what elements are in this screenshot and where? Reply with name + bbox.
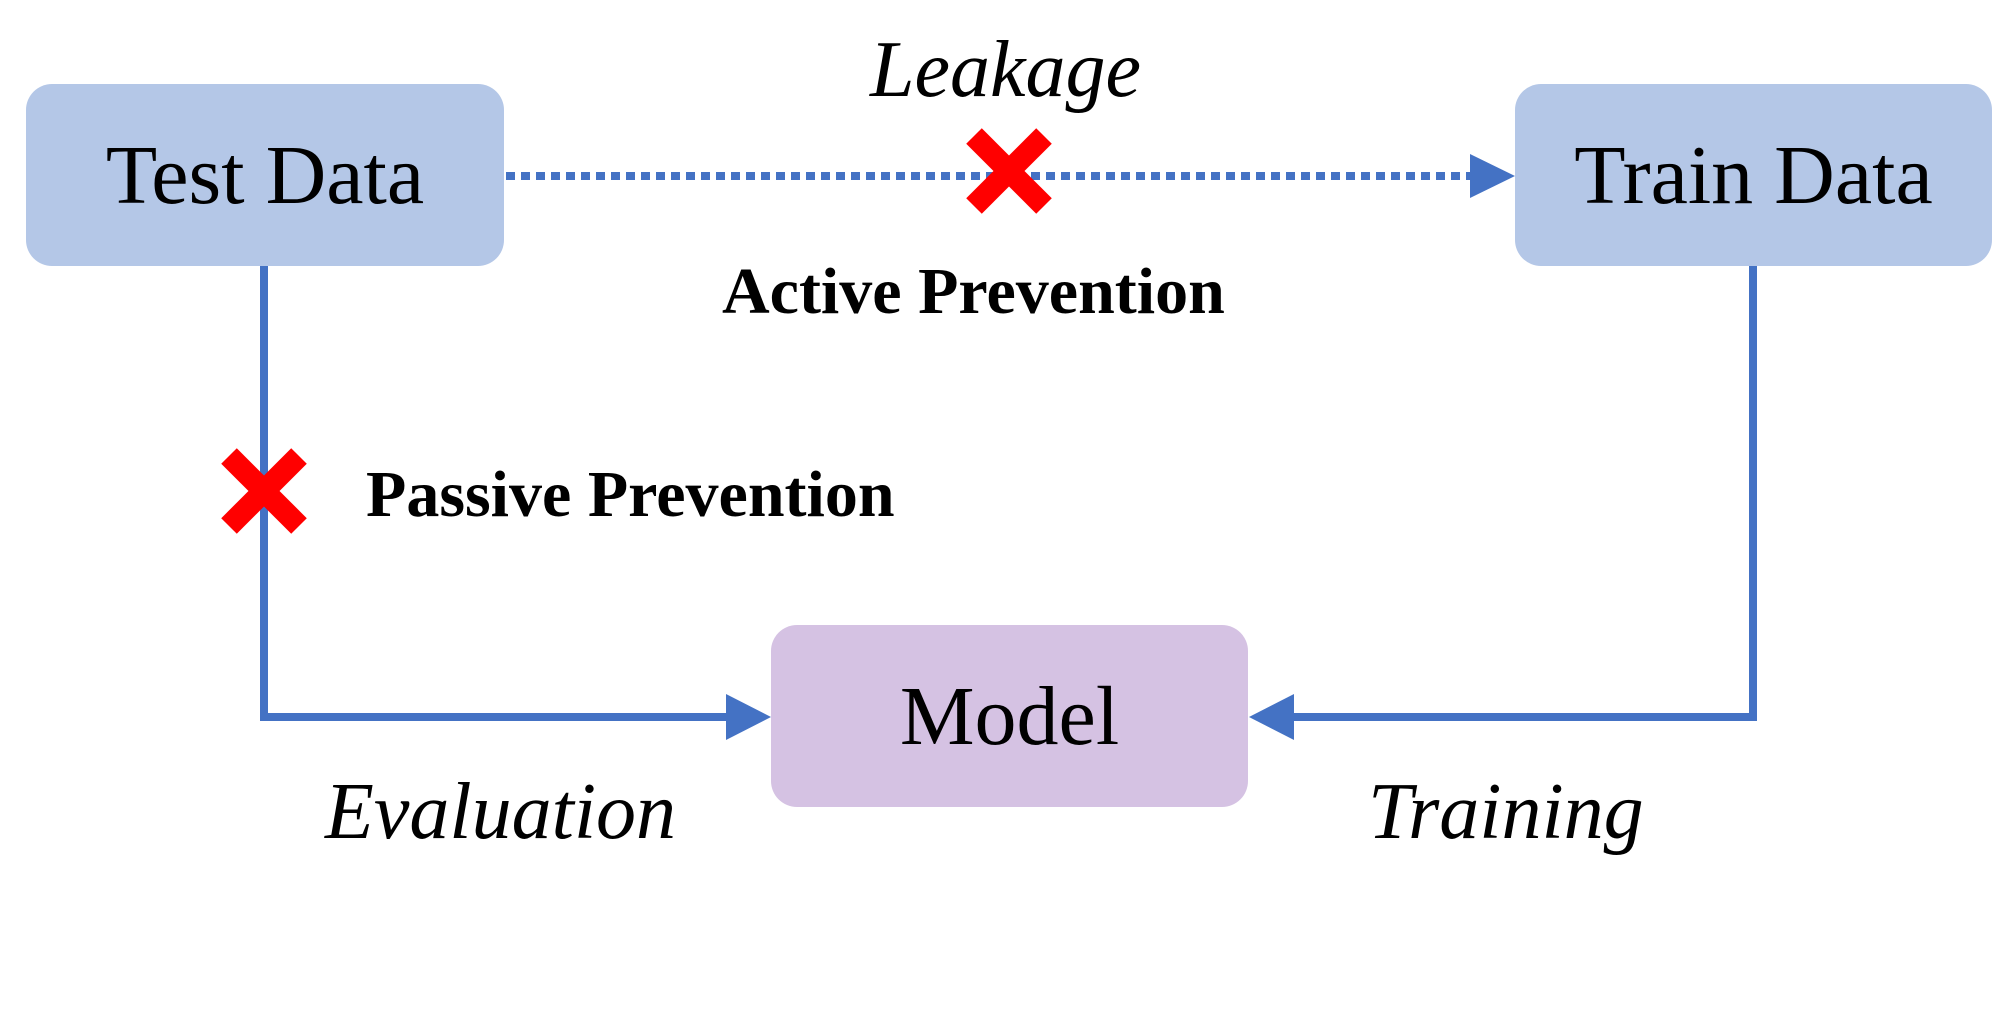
passive-prevention-cross-icon <box>221 448 307 534</box>
train-data-node: Train Data <box>1515 84 1992 266</box>
active-prevention-cross-icon <box>966 128 1052 214</box>
evaluation-label: Evaluation <box>325 768 677 856</box>
evaluation-arrowhead <box>726 694 771 740</box>
test-data-node: Test Data <box>26 84 504 266</box>
active-prevention-label: Active Prevention <box>722 255 1225 328</box>
leakage-arrowhead <box>1470 154 1515 198</box>
evaluation-arrow-line <box>260 266 728 721</box>
training-arrowhead <box>1249 694 1294 740</box>
leakage-label: Leakage <box>870 26 1142 114</box>
model-node: Model <box>771 625 1248 807</box>
training-arrow-line <box>1292 266 1757 721</box>
passive-prevention-label: Passive Prevention <box>366 458 895 531</box>
training-label: Training <box>1368 768 1644 856</box>
